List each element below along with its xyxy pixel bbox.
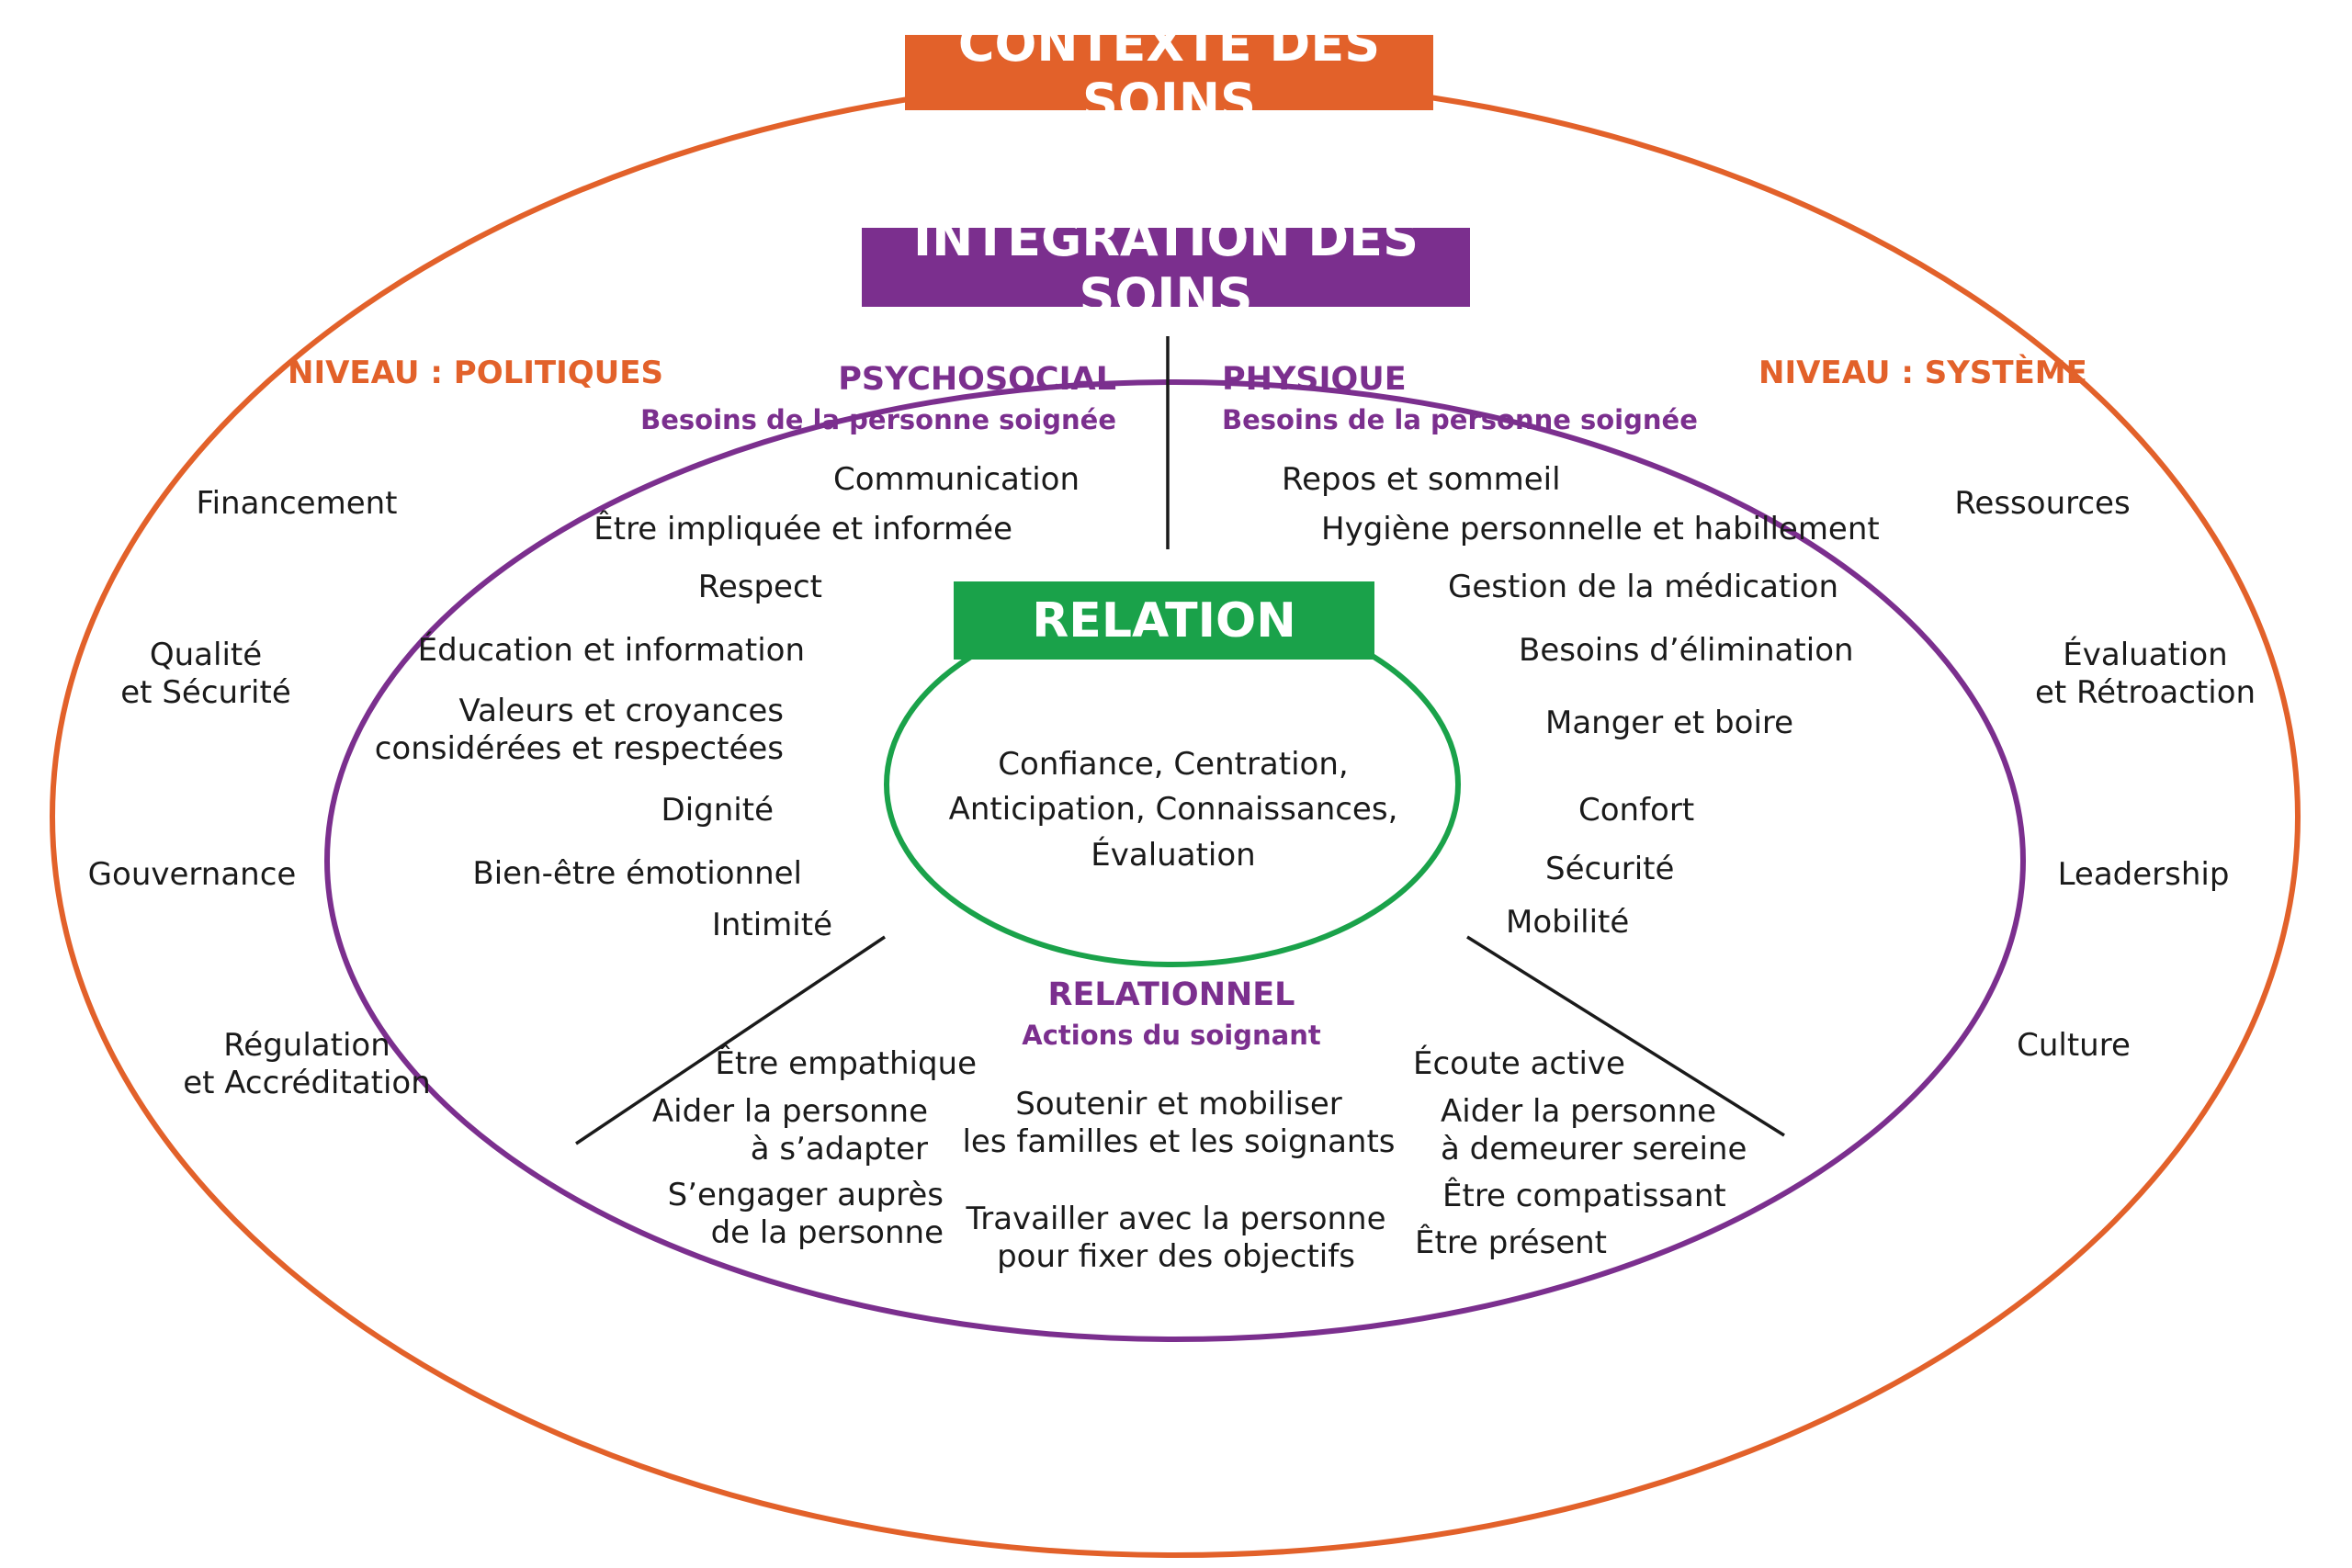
relationnel-center-item: Travailler avec la personne pour fixer d… <box>966 1201 1386 1276</box>
context-banner: CONTEXTE DES SOINS <box>905 15 1433 130</box>
divider-bottom-left <box>575 935 886 1145</box>
physique-item: Manger et boire <box>1545 705 1794 741</box>
psychosocial-item: Intimité <box>711 907 832 943</box>
policy-item: Financement <box>196 485 398 522</box>
divider-bottom-right <box>1466 935 1785 1137</box>
system-item: Ressources <box>1954 485 2131 522</box>
physique-item: Gestion de la médication <box>1448 569 1839 605</box>
physique-item: Repos et sommeil <box>1282 461 1561 498</box>
integration-ellipse <box>324 379 2026 1342</box>
psychosocial-item: Respect <box>697 569 822 605</box>
relationnel-left-item: S’engager auprès de la personne <box>667 1177 944 1252</box>
relation-banner: RELATION <box>954 581 1374 660</box>
level-politiques-heading: NIVEAU : POLITIQUES <box>288 355 663 391</box>
level-systeme-heading: NIVEAU : SYSTÈME <box>1758 355 2087 391</box>
policy-item: Qualité et Sécurité <box>120 637 291 712</box>
psychosocial-item: Dignité <box>661 792 774 829</box>
relationnel-subtitle: Actions du soignant <box>1022 1020 1321 1051</box>
psychosocial-item: Éducation et information <box>417 632 805 669</box>
relation-core-text: Confiance, Centration, Anticipation, Con… <box>948 746 1398 874</box>
relationnel-right-item: Écoute active <box>1413 1045 1625 1082</box>
integration-banner: INTÉGRATION DES SOINS <box>862 209 1470 325</box>
physique-item: Besoins d’élimination <box>1519 632 1854 669</box>
system-item: Leadership <box>2057 856 2230 893</box>
policy-item: Gouvernance <box>87 856 297 893</box>
psychosocial-item: Bien-être émotionnel <box>472 855 802 892</box>
psychosocial-item: Être impliquée et informée <box>594 511 1012 547</box>
relationnel-center-item: Soutenir et mobiliser les familles et le… <box>962 1086 1396 1161</box>
relationnel-left-item: Être empathique <box>715 1045 977 1082</box>
relationnel-left-item: Aider la personne à s’adapter <box>651 1093 928 1168</box>
psychosocial-title: PSYCHOSOCIAL <box>838 361 1116 398</box>
relationnel-right-item: Être compatissant <box>1442 1178 1726 1214</box>
system-item: Évaluation et Rétroaction <box>2034 637 2256 712</box>
relationnel-right-item: Aider la personne à demeurer sereine <box>1441 1093 1747 1168</box>
relationnel-title: RELATIONNEL <box>1047 976 1295 1013</box>
physique-item: Sécurité <box>1545 851 1675 887</box>
physique-item: Hygiène personnelle et habillement <box>1321 511 1880 547</box>
psychosocial-item: Valeurs et croyances considérées et resp… <box>374 693 784 768</box>
physique-subtitle: Besoins de la personne soignée <box>1222 404 1698 435</box>
psychosocial-subtitle: Besoins de la personne soignée <box>640 404 1116 435</box>
relationnel-right-item: Être présent <box>1415 1224 1608 1261</box>
physique-item: Confort <box>1578 792 1695 829</box>
policy-item: Régulation et Accréditation <box>183 1027 431 1102</box>
physique-title: PHYSIQUE <box>1222 361 1407 398</box>
psychosocial-item: Communication <box>833 461 1080 498</box>
physique-item: Mobilité <box>1506 904 1630 941</box>
system-item: Culture <box>2017 1027 2131 1064</box>
